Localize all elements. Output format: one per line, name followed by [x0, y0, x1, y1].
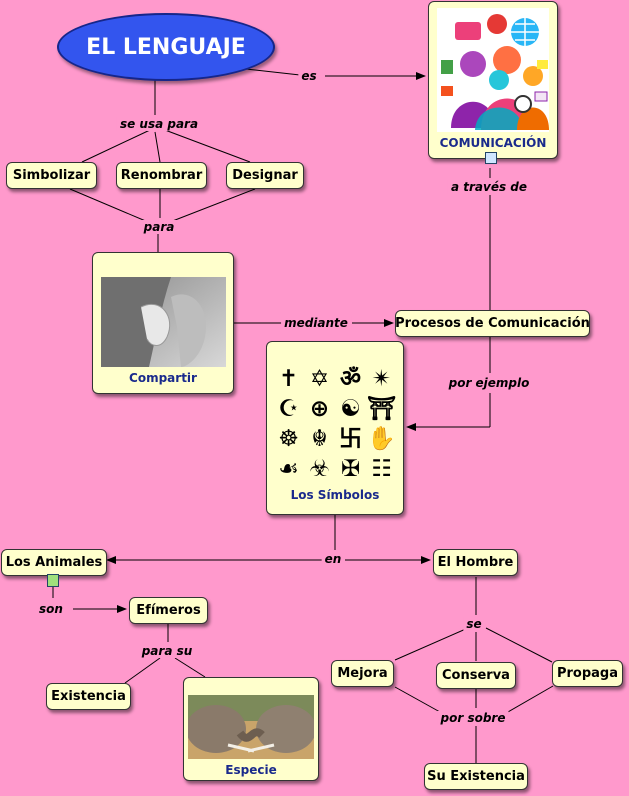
simbolos-caption: Los Símbolos: [290, 488, 380, 502]
religious-symbols-grid: ✝ ✡ ॐ ✴ ☪ ⊕ ☯⛩ ☸ ☬ 卐✋ ☙ ☣ ✠ ☷: [273, 364, 397, 484]
renombrar-node[interactable]: Renombrar: [116, 162, 207, 189]
link-por-sobre: por sobre: [437, 711, 509, 725]
link-mediante: mediante: [281, 316, 351, 330]
religious-symbol-icon: ☸: [278, 426, 299, 452]
link-son: son: [36, 602, 66, 616]
su-existencia-node[interactable]: Su Existencia: [424, 763, 528, 790]
designar-node[interactable]: Designar: [226, 162, 304, 189]
religious-symbol-icon: ☬: [311, 426, 328, 452]
whisper-photo: [100, 277, 226, 367]
link-a-traves-de: a través de: [447, 180, 531, 194]
religious-symbol-icon: ☪: [278, 396, 299, 422]
link-se: se: [463, 617, 485, 631]
image-link-icon[interactable]: [485, 152, 497, 164]
animales-node[interactable]: Los Animales: [1, 549, 107, 576]
hombre-node[interactable]: El Hombre: [433, 549, 518, 576]
especie-caption: Especie: [225, 763, 277, 777]
mejora-node[interactable]: Mejora: [331, 660, 394, 687]
religious-symbol-icon: ✴: [371, 366, 392, 392]
existencia-node[interactable]: Existencia: [46, 683, 131, 710]
religious-symbol-icon: ✡: [309, 366, 330, 392]
religious-symbol-icon: ॐ: [340, 366, 361, 392]
religious-symbol-icon: ☙: [278, 456, 299, 482]
social-media-people-illustration: [437, 8, 549, 132]
conserva-node[interactable]: Conserva: [436, 662, 516, 689]
simbolos-node[interactable]: ✝ ✡ ॐ ✴ ☪ ⊕ ☯⛩ ☸ ☬ 卐✋ ☙ ☣ ✠ ☷ Los Símbolos: [266, 341, 404, 515]
propaga-node[interactable]: Propaga: [552, 660, 623, 687]
religious-symbol-icon: ✝: [278, 366, 299, 392]
religious-symbol-icon: ☯: [340, 396, 361, 422]
link-se-usa-para: se usa para: [116, 117, 202, 131]
religious-symbol-icon: ✋: [367, 426, 396, 452]
religious-symbol-icon: ☣: [309, 456, 330, 482]
comunicacion-node[interactable]: COMUNICACIÓN: [428, 1, 558, 159]
comunicacion-caption: COMUNICACIÓN: [439, 136, 547, 150]
link-es: es: [298, 69, 320, 83]
compartir-caption: Compartir: [129, 371, 197, 385]
efimeros-node[interactable]: Efímeros: [129, 597, 208, 624]
compartir-node[interactable]: Compartir: [92, 252, 234, 394]
elephants-photo: [188, 695, 314, 759]
link-en: en: [321, 552, 345, 566]
link-por-ejemplo: por ejemplo: [445, 376, 533, 390]
main-concept-title[interactable]: EL LENGUAJE: [57, 13, 275, 81]
religious-symbol-icon: ⊕: [309, 396, 330, 422]
video-link-icon[interactable]: [47, 574, 59, 587]
simbolizar-node[interactable]: Simbolizar: [6, 162, 97, 189]
procesos-node[interactable]: Procesos de Comunicación: [395, 310, 590, 337]
religious-symbol-icon: ✠: [340, 456, 361, 482]
especie-node[interactable]: Especie: [183, 677, 319, 781]
religious-symbol-icon: 卐: [339, 426, 362, 452]
religious-symbol-icon: ⛩: [366, 396, 397, 422]
link-para: para: [140, 220, 178, 234]
link-para-su: para su: [138, 644, 196, 658]
religious-symbol-icon: ☷: [371, 456, 392, 482]
